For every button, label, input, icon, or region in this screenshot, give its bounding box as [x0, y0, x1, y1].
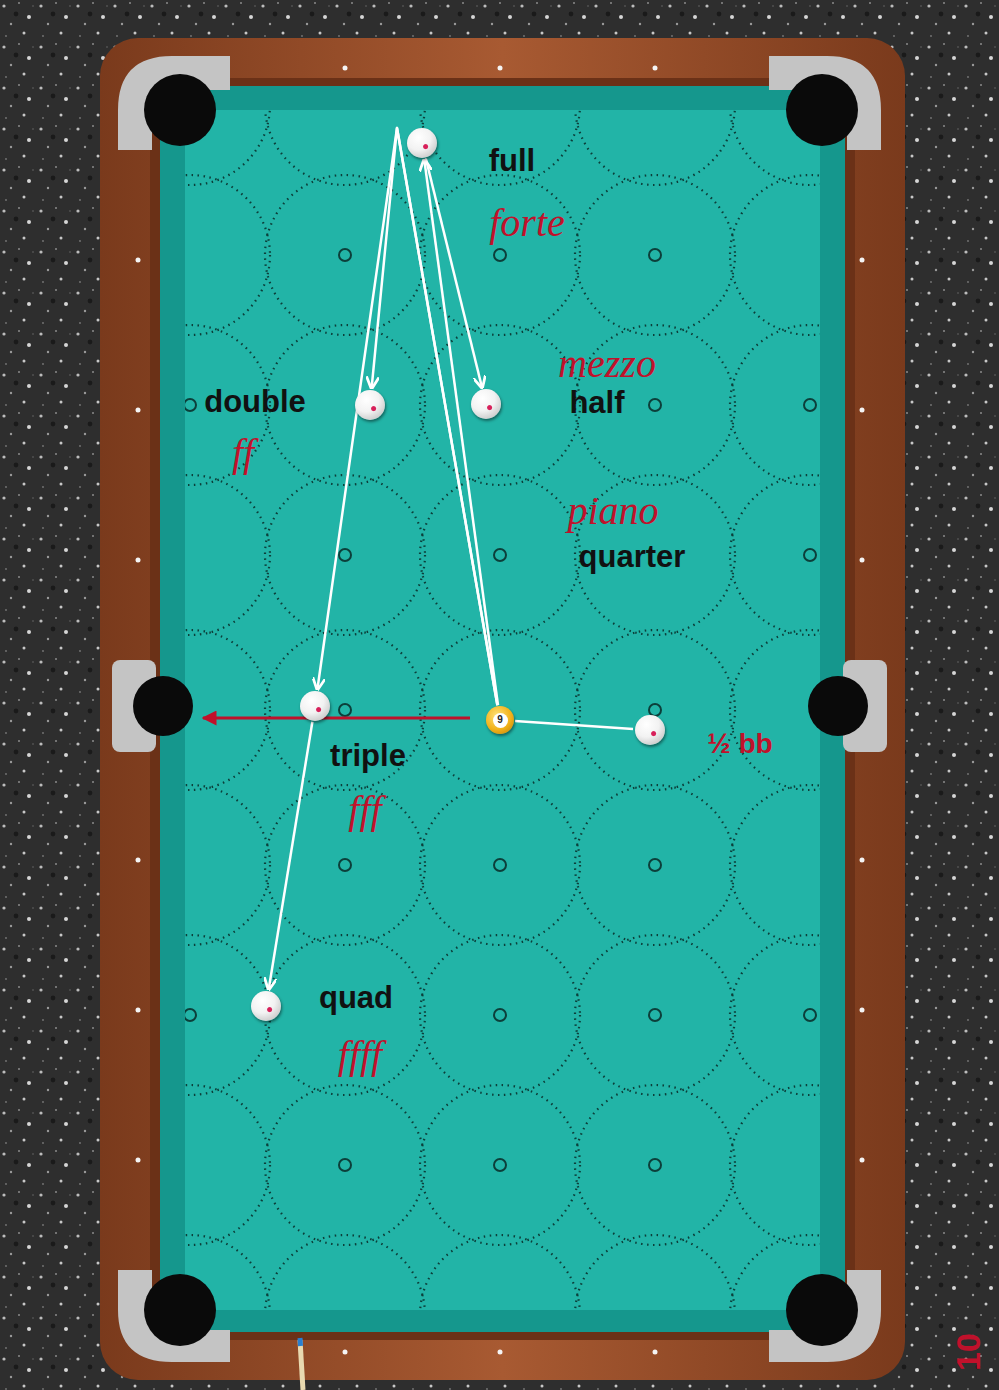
dynamic-mark: fff [348, 790, 381, 830]
cue-ball: fullforte [407, 128, 437, 158]
dynamic-label: quarter [579, 541, 686, 572]
dynamic-mark: ffff [338, 1035, 382, 1075]
ball-path [426, 159, 482, 388]
cue-ball: mezzohalf [471, 389, 501, 419]
dynamic-mark: mezzo [558, 344, 656, 384]
shot-label: double [204, 386, 306, 417]
shot-label: quad [319, 982, 393, 1013]
nine-ball: 9 [486, 706, 514, 734]
dynamic-label: piano [567, 491, 658, 531]
dynamic-mark: forte [489, 203, 565, 243]
shot-label: ½ bb [707, 730, 772, 758]
cue-ball: ½ bb [635, 715, 665, 745]
ball-path [424, 160, 498, 705]
cue-ball: quadffff [251, 991, 281, 1021]
ball-path [317, 128, 497, 705]
shot-label: triple [330, 740, 406, 771]
page-number: 10 [951, 1333, 985, 1371]
ball-number: 9 [497, 715, 503, 725]
dynamic-mark: ff [232, 433, 254, 473]
cue-ball: doubleff [355, 390, 385, 420]
ball-path [269, 722, 313, 989]
ball-path [515, 721, 633, 729]
shot-label: full [489, 145, 536, 176]
shot-label: half [569, 387, 624, 418]
cue-ball: triplefff [300, 691, 330, 721]
